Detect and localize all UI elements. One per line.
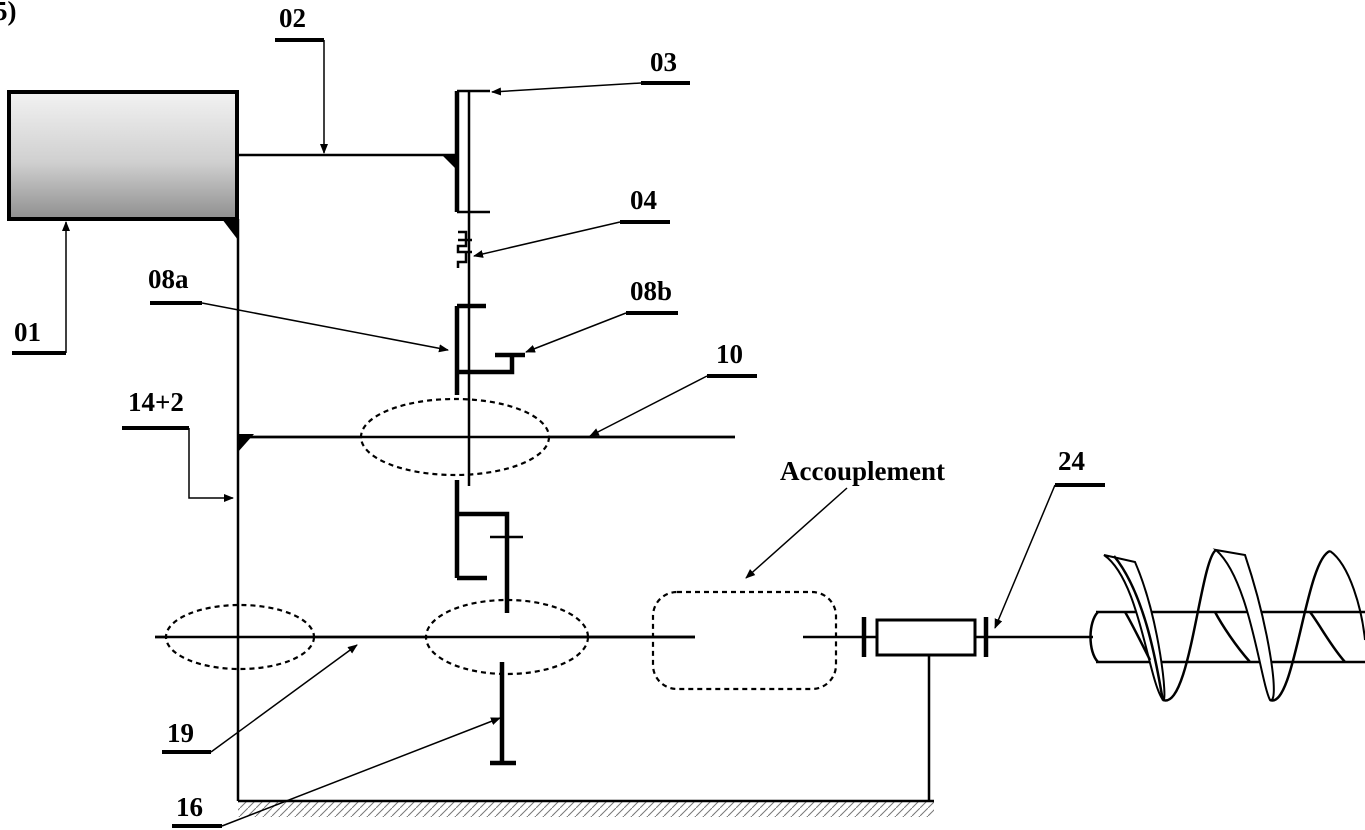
gear-03 [454,89,490,214]
gear-16-lower [490,662,516,766]
label-coupling: Accouplement [780,456,945,486]
auger-screw [1089,548,1365,702]
label-14-2: 14+2 [128,387,184,417]
label-10: 10 [716,339,743,369]
bevel-gear-lower [238,434,254,452]
ground [238,799,934,817]
label-24: 24 [1058,446,1085,476]
coupling-box [651,590,838,691]
gear-08 [454,303,525,395]
clutch-04 [456,230,472,268]
label-03: 03 [650,47,677,77]
label-08b: 08b [630,276,672,306]
label-04: 04 [630,185,657,215]
label-16: 16 [176,792,203,822]
bevel-gear-upper [442,155,457,170]
label-01: 01 [14,317,41,347]
gear-16-upper [454,480,523,613]
bearing-sleeve [861,617,1093,801]
panel-label: 5) [0,0,17,26]
label-19: 19 [167,718,194,748]
label-02: 02 [279,3,306,33]
label-08a: 08a [148,264,189,294]
motor-block [7,90,239,240]
